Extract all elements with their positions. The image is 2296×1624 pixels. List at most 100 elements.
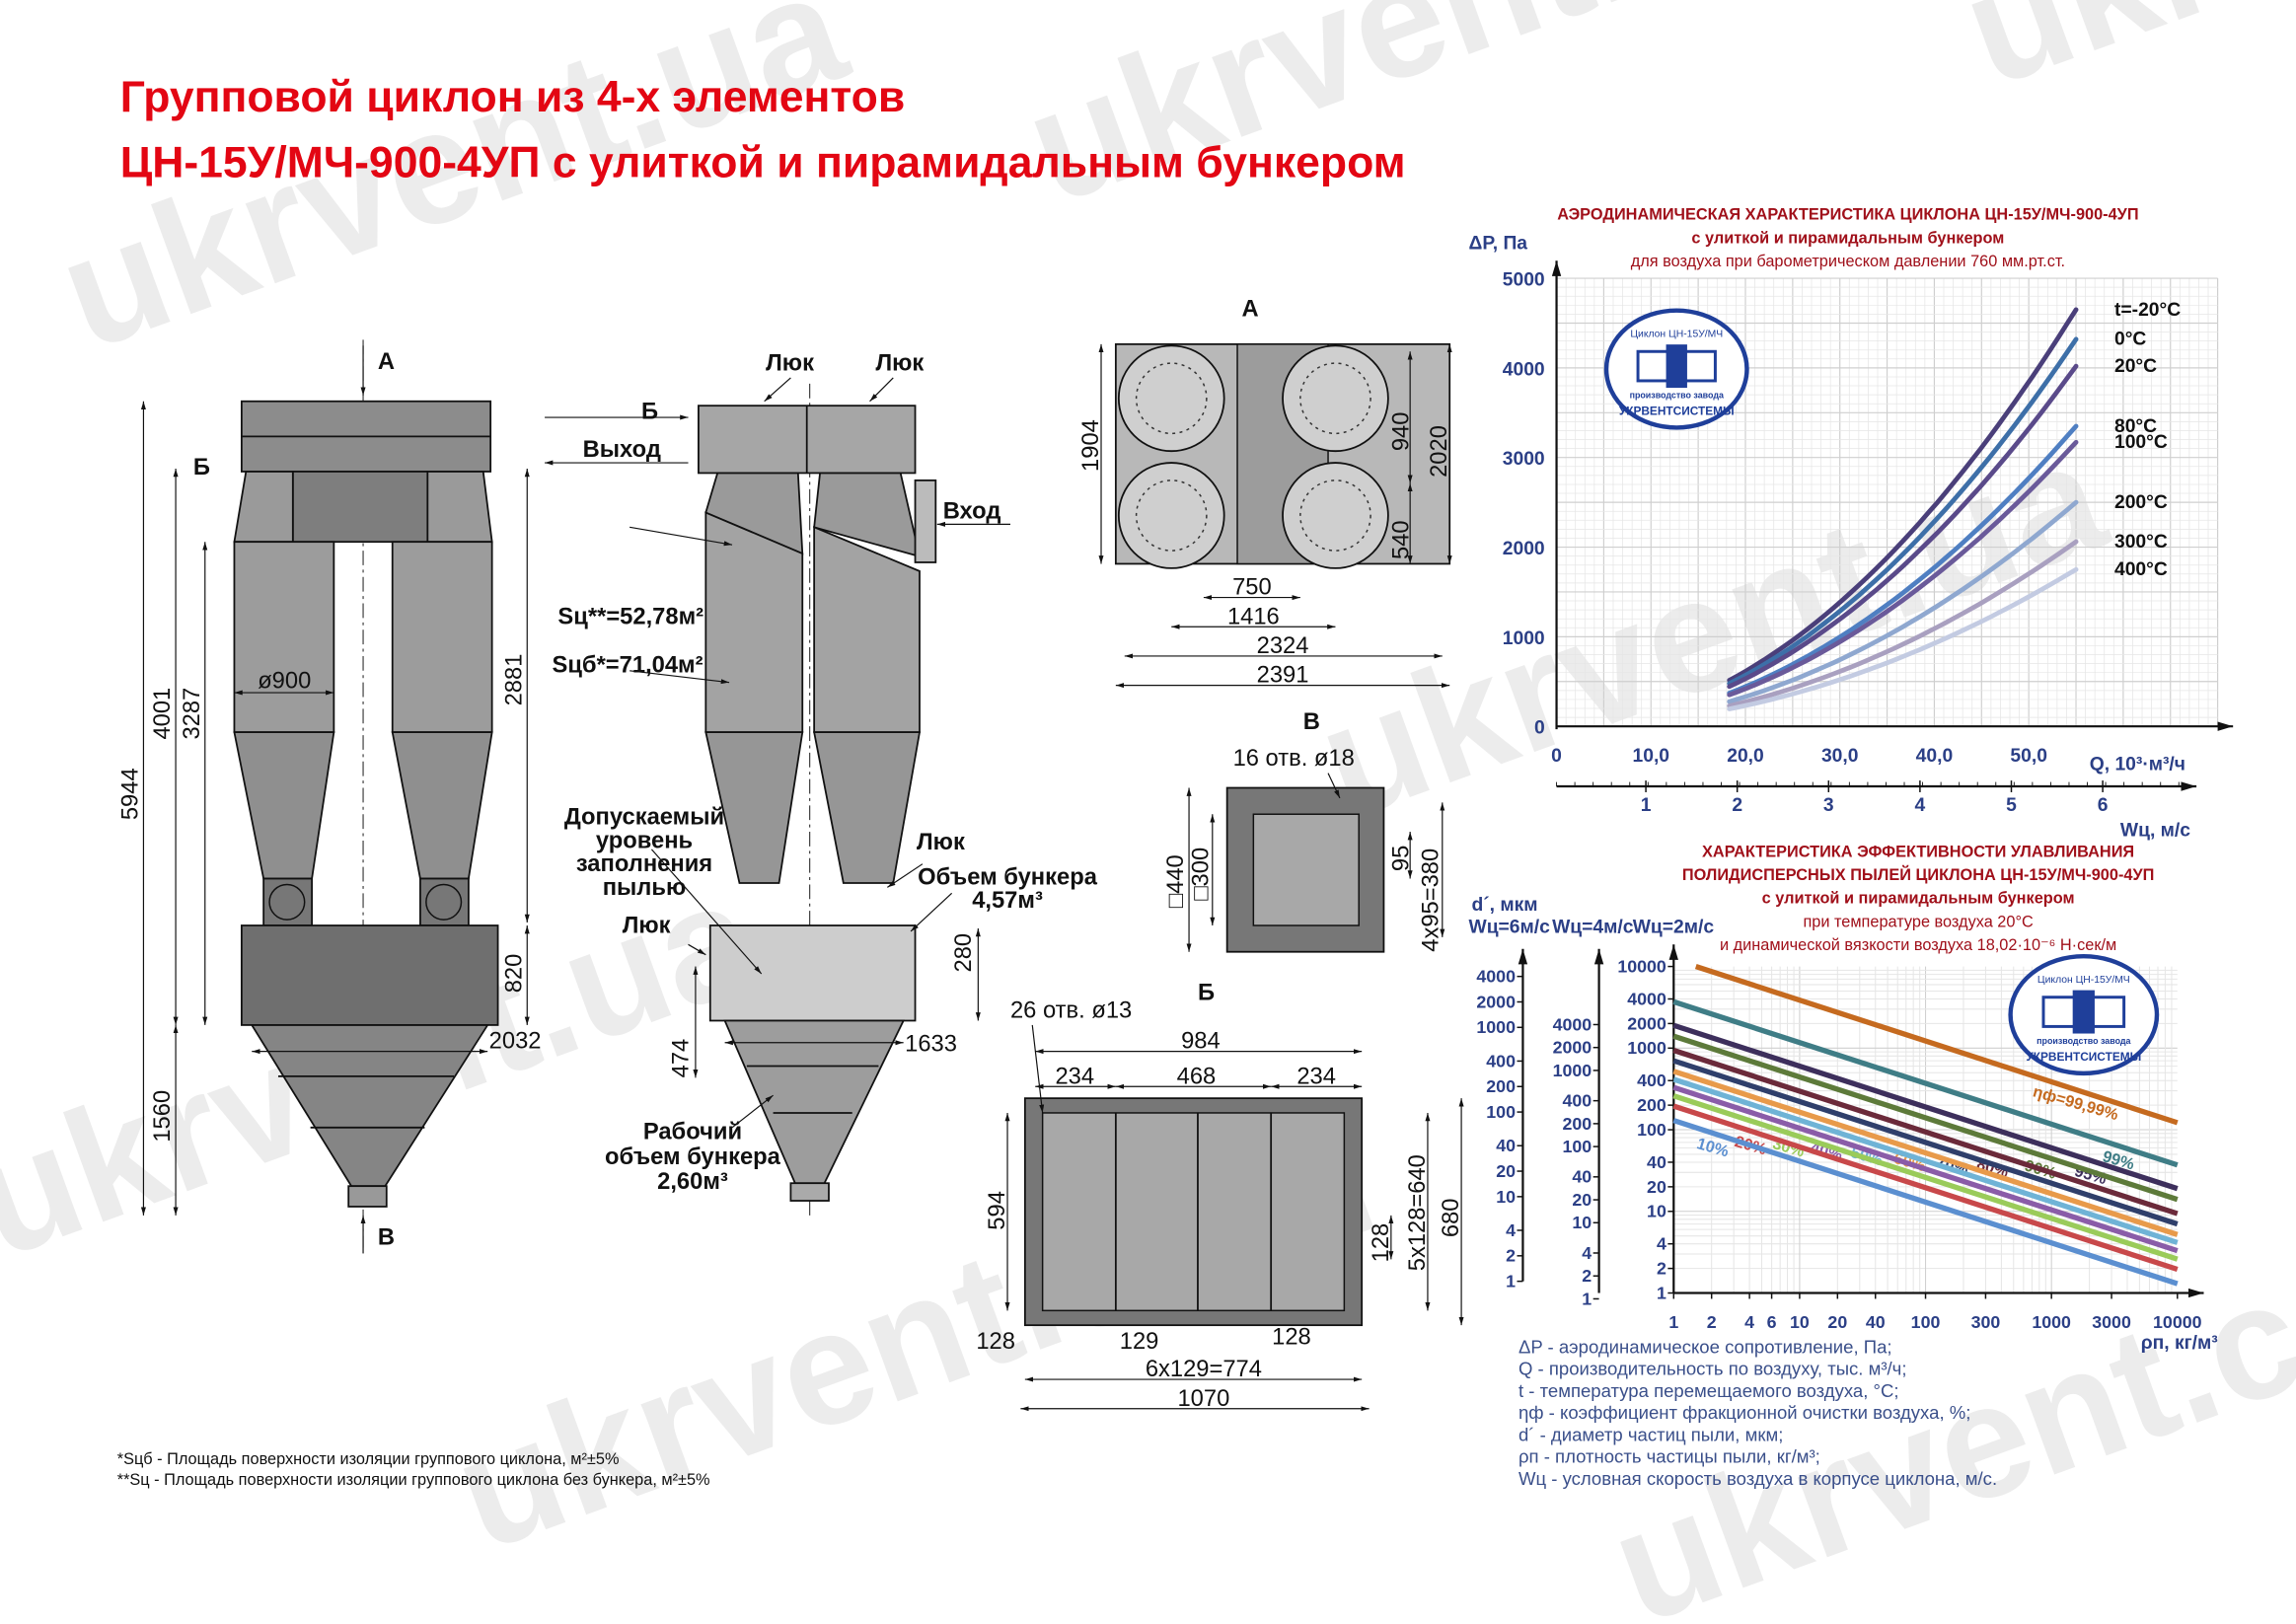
y-tick-label: 1 [1506, 1272, 1516, 1292]
y-tick-label: 10 [1496, 1187, 1516, 1207]
y-tick-label: 3000 [1503, 449, 1545, 470]
view-v-marker: В [378, 1225, 395, 1251]
x-tick-label: 100 [1911, 1312, 1941, 1332]
dim-280: 280 [951, 933, 977, 973]
view-b-marker: Б [193, 455, 210, 480]
y-tick-label: 1 [1657, 1283, 1666, 1302]
logo-text: Циклон ЦН-15У/МЧ [2037, 975, 2130, 986]
y-tick-label: 10000 [1617, 957, 1666, 977]
area-label: Sц**=52,78м² [557, 604, 704, 629]
series-line [1672, 1047, 2179, 1217]
dim-750: 750 [1232, 575, 1272, 601]
series-line [1672, 1118, 2179, 1287]
dim-468: 468 [1177, 1064, 1217, 1089]
y-tick-label: 10 [1572, 1213, 1592, 1232]
plan-a-label: А [1241, 297, 1258, 323]
dim-3287: 3287 [180, 688, 205, 740]
logo-text: Циклон ЦН-15У/МЧ [1630, 329, 1723, 339]
series-line [1727, 566, 2079, 711]
x-tick-label: 40 [1866, 1312, 1886, 1332]
y-tick-label: 40 [1496, 1136, 1516, 1155]
y-tick-label: 4000 [1476, 967, 1516, 987]
y-tick-label: 5000 [1503, 269, 1545, 290]
series-line [1727, 499, 2079, 704]
dim-820: 820 [501, 954, 527, 994]
holes-label: 26 отв. ø13 [1010, 998, 1132, 1024]
dim-128: 128 [1272, 1324, 1311, 1350]
y-axis-label: ΔP, Па [1469, 233, 1528, 254]
series-line [1672, 998, 2179, 1168]
x-tick-label: 10000 [2153, 1312, 2202, 1332]
logo-text: производство завода [1630, 391, 1724, 401]
symbol-legend: ΔP - аэродинамическое сопротивление, Па;… [1518, 1336, 1997, 1489]
x-tick-label: 1000 [2032, 1312, 2071, 1332]
chart-subtitle: с улиткой и пирамидальным бункером [1691, 229, 2004, 247]
dim-95: 95 [1389, 846, 1415, 871]
series-line [1727, 423, 2079, 696]
dim-234: 234 [1296, 1064, 1336, 1089]
dim-474: 474 [669, 1039, 695, 1078]
y-tick-label: 100 [1562, 1137, 1592, 1156]
logo-text: УКРВЕНТСИСТЕМЫ [1619, 404, 1735, 417]
dim-594: 594 [985, 1191, 1010, 1230]
dim-1633: 1633 [905, 1032, 957, 1058]
legend-item: ΔP - аэродинамическое сопротивление, Па; [1518, 1336, 1892, 1357]
y-tick-label: 40 [1572, 1167, 1592, 1187]
y-axis-label: d´, мкм [1471, 895, 1537, 916]
x-tick-label: 10,0 [1633, 746, 1670, 767]
series-line [1672, 1103, 2179, 1273]
bunker-volume-label: 4,57м³ [972, 888, 1043, 914]
company-logo: Циклон ЦН-15У/МЧ производство заводаУКРВЕ… [1603, 308, 1749, 430]
x2-tick-label: 5 [2006, 795, 2017, 816]
series-line [1672, 1022, 2179, 1192]
y-tick-label: 1 [1582, 1289, 1592, 1308]
y-tick-label: 4 [1657, 1234, 1666, 1254]
view-v-flange: В 16 отв. ø18 □440 □300 95 4x95=380 [1163, 709, 1445, 953]
series-label: t=-20°C [2114, 300, 2181, 321]
cyclone-icon [1666, 344, 1687, 389]
view-bb-label: Б [1198, 981, 1215, 1006]
hatch-label: Люк [917, 830, 965, 855]
series-line [1727, 439, 2079, 698]
aerodynamic-chart: АЭРОДИНАМИЧЕСКАЯ ХАРАКТЕРИСТИКА ЦИКЛОНА … [1469, 206, 2234, 841]
area-label: Sцб*=71,04м² [552, 652, 703, 678]
series-label: 300°C [2114, 532, 2168, 553]
dim-540: 540 [1389, 520, 1415, 559]
y-tick-label: 400 [1486, 1051, 1516, 1070]
x-tick-label: 1 [1668, 1312, 1678, 1332]
x2-tick-label: 4 [1915, 795, 1926, 816]
hatch-label: Люк [875, 351, 924, 377]
side-view-drawing: Люк Люк Б Выход Вход Sц**=52,78м² Sцб*=7… [545, 351, 1098, 1216]
inlet-label: Вход [943, 498, 1001, 524]
x-tick-label: 20 [1827, 1312, 1847, 1332]
view-v-label: В [1303, 709, 1320, 735]
x2-tick-label: 6 [2098, 795, 2109, 816]
y-tick-label: 4 [1506, 1220, 1516, 1240]
work-volume-label: объем бункера [605, 1144, 781, 1170]
footnote: *Sцб - Площадь поверхности изоляции груп… [117, 1450, 620, 1468]
x-tick-label: 30,0 [1821, 746, 1859, 767]
fill-level-label: пылью [603, 875, 687, 901]
series-line [1727, 363, 2079, 690]
dim-1070: 1070 [1177, 1386, 1229, 1412]
chart-subtitle: с улиткой и пирамидальным бункером [1762, 890, 2075, 908]
holes-label: 16 отв. ø18 [1233, 746, 1355, 772]
y-tick-label: 100 [1637, 1120, 1666, 1140]
y-axis-label-w6: Wц=6м/с [1469, 917, 1551, 937]
front-view-drawing: А Б В ø900 5944 4001 3287 2881 820 1560 … [118, 339, 541, 1254]
series-line [1727, 539, 2079, 708]
legend-item: Q - производительность по воздуху, тыс. … [1518, 1359, 1907, 1379]
chart-note: при температуре воздуха 20°С [1803, 913, 2034, 930]
y-tick-label: 40 [1647, 1152, 1666, 1172]
y-tick-label: 2000 [1476, 992, 1516, 1011]
y-tick-label: 20 [1496, 1161, 1516, 1181]
series-label: 80°C [2114, 416, 2157, 437]
x-tick-label: 4 [1744, 1312, 1754, 1332]
hatch-label: Люк [766, 351, 814, 377]
dim-1560: 1560 [150, 1090, 176, 1143]
y-tick-label: 2 [1506, 1246, 1516, 1266]
cyclone-icon [2072, 990, 2095, 1034]
y-tick-label: 100 [1486, 1102, 1516, 1122]
